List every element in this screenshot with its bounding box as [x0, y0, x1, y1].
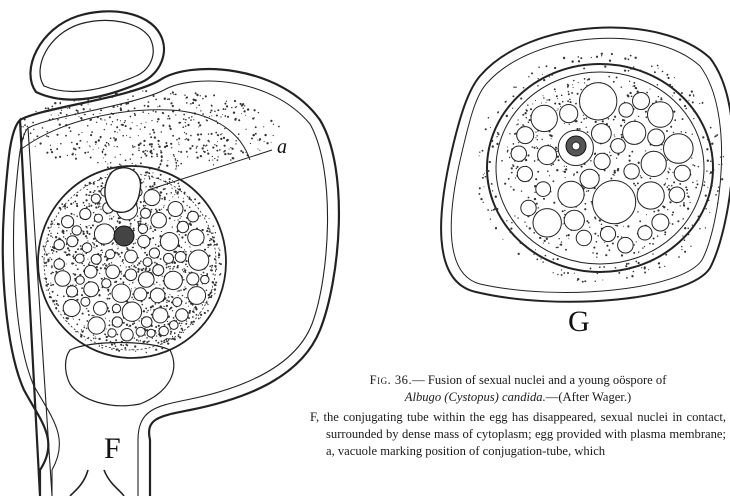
caption-title-text: Fusion of sexual nuclei and a young oösp… — [428, 373, 667, 387]
oospore-nucleolus — [572, 142, 580, 150]
figure-f-drawing — [3, 11, 339, 496]
oospore-vacuoles — [511, 83, 693, 253]
caption-title: Fig. 36.— Fusion of sexual nuclei and a … — [310, 372, 726, 406]
figure-number: Fig. 36. — [370, 373, 413, 387]
species-epithet: candida. — [502, 390, 546, 404]
cytoplasm-stipple — [20, 90, 280, 353]
vacuole-a — [105, 168, 141, 213]
caption-body: F, the conjugating tube within the egg h… — [310, 409, 726, 460]
caption-dash: — — [412, 373, 425, 387]
caption-body-text: F, the conjugating tube within the egg h… — [310, 409, 726, 460]
figure-label-f: F — [104, 432, 121, 466]
figure-g-drawing — [441, 27, 730, 301]
lower-mass — [66, 343, 174, 406]
oogonium-g-outer — [441, 27, 730, 301]
label-a-leader — [148, 150, 272, 190]
species-genus: Albugo — [405, 390, 441, 404]
figure-caption: Fig. 36.— Fusion of sexual nuclei and a … — [310, 372, 726, 460]
figure-label-g: G — [568, 305, 590, 339]
periplasm-band — [20, 110, 250, 160]
upper-cell-inner — [40, 20, 153, 91]
figure-label-a: a — [277, 136, 287, 159]
species-synonym: (Cystopus) — [444, 390, 499, 404]
fused-nuclei — [114, 226, 134, 246]
caption-attribution: —(After Wager.) — [546, 390, 631, 404]
stalk — [70, 470, 124, 496]
